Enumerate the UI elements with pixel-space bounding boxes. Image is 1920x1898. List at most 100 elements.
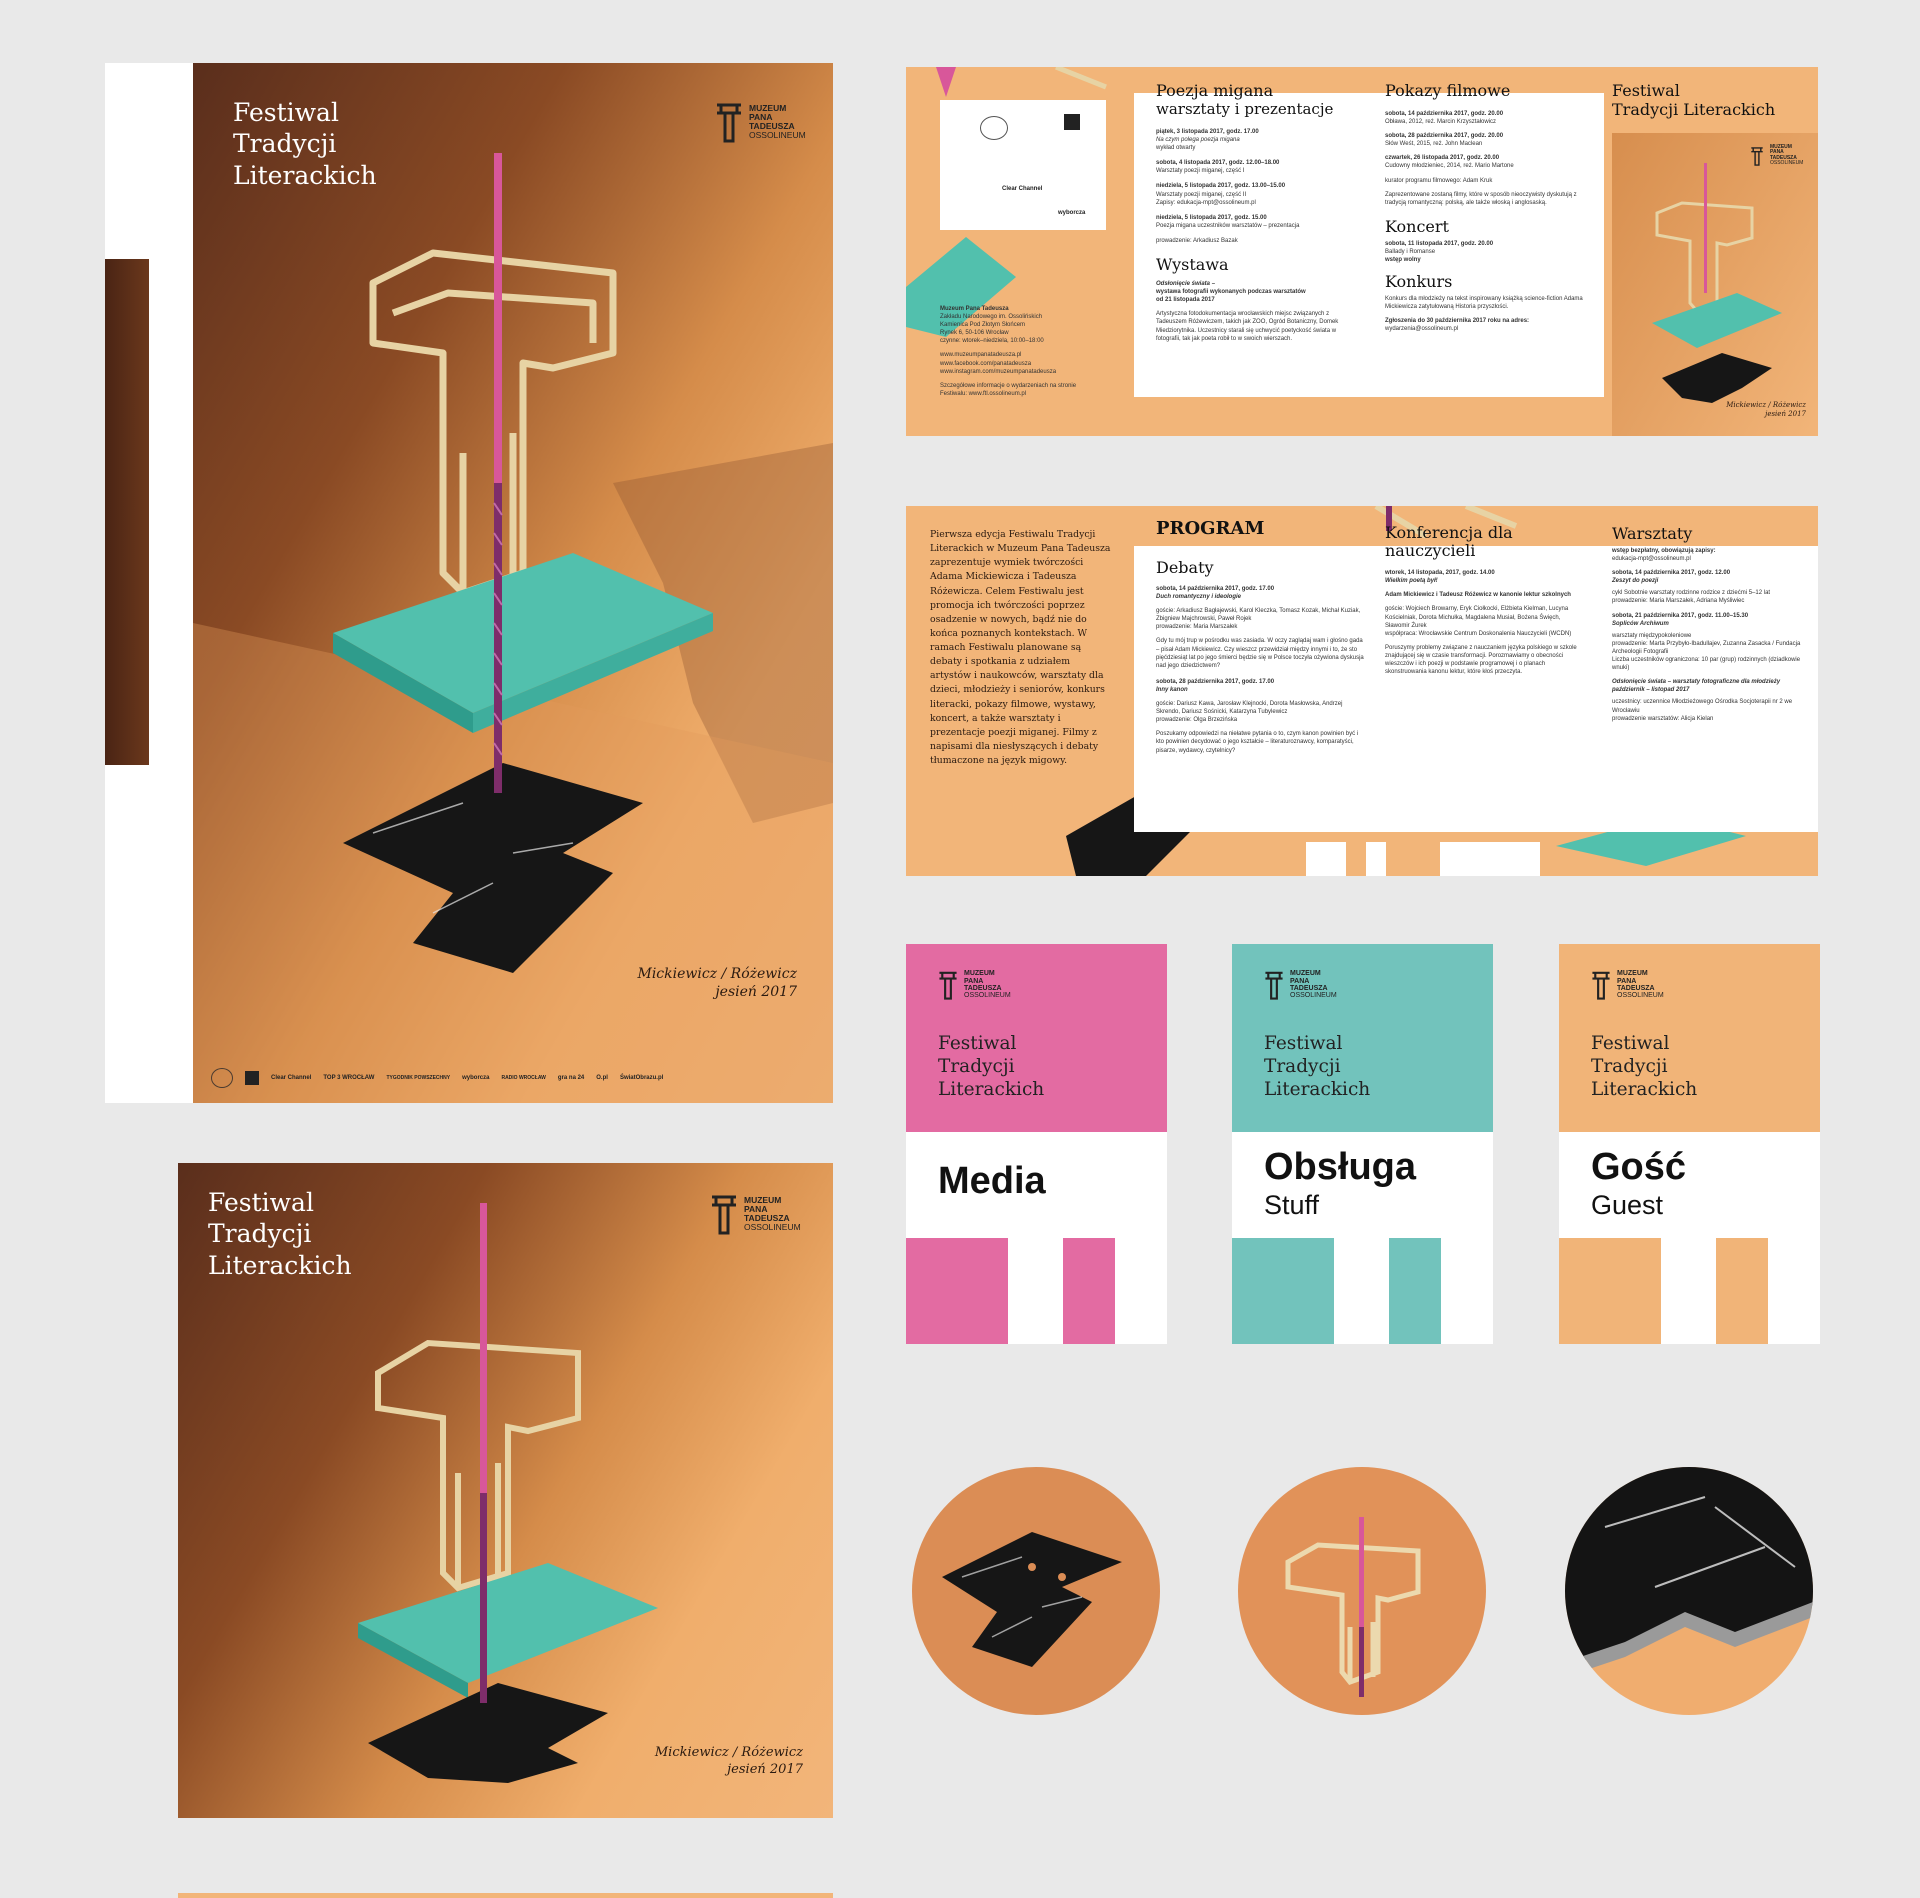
bg-logo-4: OSSOLINEUM: [1617, 992, 1664, 1000]
bo-title-3: Literackich: [1264, 1079, 1371, 1101]
badge-obsluga-bar-1: [1232, 1238, 1334, 1344]
badge-media: MUZEUM PANA TADEUSZA OSSOLINEUM Festiwal…: [906, 944, 1167, 1344]
title-line-1: Festiwal: [233, 98, 339, 127]
b1-sponsor-0: Clear Channel: [1002, 186, 1043, 192]
konkurs-deadline: Zgłoszenia do 30 października 2017 roku …: [1385, 318, 1530, 325]
koncert-date: sobota, 11 listopada 2017, godz. 20.00: [1385, 240, 1494, 247]
pokazy-curator: kurator programu filmowego: Adam Kruk: [1385, 177, 1493, 184]
warsztaty-e1-title: Zeszyt do poezji: [1612, 578, 1659, 585]
main-poster: Festiwal Tradycji Literackich MUZEUM PAN…: [105, 63, 833, 1103]
warsztaty-e2-lead: prowadzenie: Marta Przybyło-Ibadullajev,…: [1612, 640, 1801, 655]
sponsor-box-icon: [245, 1071, 259, 1085]
marble-t: [343, 763, 643, 973]
col-warsztaty: Warsztaty wstęp bezpłatny, obowiązują za…: [1612, 524, 1802, 723]
bg-title-1: Festiwal: [1591, 1033, 1670, 1054]
brochure1-address: Muzeum Pana Tadeusza Zakładu Narodowego …: [940, 305, 1090, 398]
poezja-e0-desc2: wykład otwarty: [1156, 145, 1196, 152]
pokazy-e1-date: sobota, 28 października 2017, godz. 20.0…: [1385, 133, 1504, 140]
pokazy-e1-desc: Słów Weśt, 2015, reż. John Maclean: [1385, 141, 1483, 148]
poezja-e2-desc: Warsztaty poezji miganej, część II: [1156, 191, 1247, 198]
bm-title-3: Literackich: [938, 1079, 1045, 1101]
square-museum-logo-icon: [712, 1195, 736, 1235]
col-poezja: Poezja migana warsztaty i prezentacje pi…: [1156, 81, 1361, 343]
konkurs-email[interactable]: wydarzenia@ossolineum.pl: [1385, 326, 1459, 333]
badge-gosc-title: Festiwal Tradycji Literackich: [1591, 1032, 1697, 1101]
bo-logo-3: TADEUSZA: [1290, 985, 1328, 992]
address-web1[interactable]: www.muzeumpanatadeusza.pl: [940, 352, 1022, 359]
program-heading: PROGRAM: [1156, 518, 1265, 539]
sponsor-square-icon: [1064, 114, 1080, 130]
sponsor-7: ŚwiatObrazu.pl: [619, 1075, 664, 1081]
poster-credit: Mickiewicz / Różewicz jesień 2017: [637, 965, 797, 1001]
col-pokazy: Pokazy filmowe sobota, 14 października 2…: [1385, 81, 1585, 334]
pokazy-body: Zaprezentowane zostaną filmy, które w sp…: [1385, 191, 1577, 206]
title-line-2: Tradycji: [233, 129, 337, 159]
brochure2-notch2: [1366, 842, 1386, 876]
pokazy-title: Pokazy filmowe: [1385, 81, 1511, 100]
circle-wood-frame: [1238, 1467, 1486, 1715]
warsztaty-email[interactable]: edukacja-mpt@ossolineum.pl: [1612, 556, 1691, 563]
b1-heading-2: Tradycji Literackich: [1612, 100, 1776, 119]
bm-logo-4: OSSOLINEUM: [964, 992, 1011, 1000]
poezja-e1-desc: Warsztaty poezji miganej, część I: [1156, 168, 1245, 175]
logo-line-3: TADEUSZA: [749, 121, 795, 131]
bottom-orange-strip: [178, 1893, 833, 1898]
debaty-e2-title: Inny kanon: [1156, 686, 1188, 693]
poezja-e3-date: niedziela, 5 listopada 2017, godz. 15.00: [1156, 214, 1267, 221]
square-credit-line-1: Mickiewicz / Różewicz: [654, 1745, 803, 1760]
bo-logo-4: OSSOLINEUM: [1290, 992, 1337, 1000]
koncert-entry: wstęp wolny: [1385, 257, 1421, 264]
warsztaty-title: Warsztaty: [1612, 524, 1693, 543]
debaty-e1-body: Gdy tu mój trup w pośrodku was zasiada. …: [1156, 638, 1364, 669]
brochure2-notch3: [1440, 842, 1540, 876]
b1-heading-1: Festiwal: [1612, 81, 1680, 100]
brochure1-cover-photo: MUZEUM PANA TADEUSZA OSSOLINEUM Mickiewi…: [1612, 133, 1818, 436]
b1-logo-line-1: MUZEUM: [1770, 144, 1792, 150]
square-logo-line-3: TADEUSZA: [744, 1213, 790, 1223]
bm-logo-2: PANA: [964, 977, 984, 985]
brochure1-sponsor-box: Clear Channel wyborcza: [940, 100, 1106, 230]
poezja-lead: prowadzenie: Arkadiusz Bazak: [1156, 237, 1238, 244]
debaty-e1-title: Duch romantyczny i ideologie: [1156, 594, 1242, 601]
square-logo-line-1: MUZEUM: [744, 1195, 782, 1206]
poster-photo: Festiwal Tradycji Literackich MUZEUM PAN…: [193, 63, 833, 1103]
bm-title-1: Festiwal: [938, 1033, 1017, 1054]
address-web3[interactable]: www.instagram.com/muzeumpanatadeusza: [940, 368, 1057, 375]
address-web2[interactable]: www.facebook.com/panatadeusza: [940, 360, 1032, 367]
konferencja-body: Poruszymy problemy związane z nauczaniem…: [1385, 644, 1577, 676]
circle-wood-frame-art: [1285, 1517, 1421, 1697]
sponsor-2: TYGODNIK POWSZECHNY: [386, 1075, 451, 1081]
address-line2: Kamienica Pod Złotym Słońcem: [940, 322, 1026, 329]
bg-title-2: Tradycji: [1591, 1056, 1668, 1078]
brochure-inside: Pierwsza edycja Festiwalu Tradycji Liter…: [906, 506, 1818, 876]
badge-gosc-label: Gość: [1591, 1146, 1687, 1188]
konferencja-guests: goście: Wojciech Browarny, Eryk Ciołkock…: [1385, 606, 1569, 629]
sponsor-crest-icon: [211, 1068, 233, 1088]
brochure1-content: [1134, 93, 1604, 397]
pokazy-e0-desc: Obława, 2012, reż. Marcin Krzyształowicz: [1385, 119, 1497, 126]
title-line-3: Literackich: [233, 160, 377, 190]
circle-marble-closeup: [1565, 1467, 1813, 1715]
b1-logo-line-4: OSSOLINEUM: [1770, 159, 1804, 166]
wystawa-line2: wystawa fotografii wykonanych podczas wa…: [1156, 289, 1306, 296]
warsztaty-e2-date: sobota, 21 października 2017, godz. 11.0…: [1612, 612, 1749, 619]
koncert-title: Koncert: [1385, 216, 1449, 236]
wystawa-title: Wystawa: [1156, 255, 1229, 275]
pokazy-e0-date: sobota, 14 października 2017, godz. 20.0…: [1385, 111, 1504, 117]
debaty-e2-body: Poszukamy odpowiedzi na niełatwe pytania…: [1156, 731, 1359, 754]
circle-marble-t-art: [942, 1532, 1122, 1667]
badge-obsluga-logo: MUZEUM PANA TADEUSZA OSSOLINEUM: [1264, 970, 1337, 1000]
logo-line-2: PANA: [749, 112, 773, 123]
b1-cover-logo-icon: [1751, 146, 1763, 166]
brochure1-cover-heading: Festiwal Tradycji Literackich: [1612, 81, 1775, 119]
badge-media-title: Festiwal Tradycji Literackich: [938, 1032, 1044, 1101]
museum-logo: MUZEUM PANA TADEUSZA OSSOLINEUM: [715, 101, 806, 143]
pokazy-e2-date: czwartek, 26 listopada 2017, godz. 20.00: [1385, 155, 1500, 162]
sponsor-3: wyborcza: [462, 1075, 490, 1081]
credit-line-1: Mickiewicz / Różewicz: [637, 966, 797, 982]
warsztaty-free: wstęp bezpłatny, obowiązują zapisy:: [1612, 548, 1716, 554]
debaty-e1-lead: prowadzenie: Maria Marszałek: [1156, 624, 1238, 631]
debaty-title: Debaty: [1156, 558, 1214, 577]
debaty-e1-guests: goście: Arkadiusz Bagłajewski, Karol Kle…: [1156, 608, 1361, 623]
col-konferencja: Konferencja dla nauczycieli wtorek, 14 l…: [1385, 524, 1585, 676]
